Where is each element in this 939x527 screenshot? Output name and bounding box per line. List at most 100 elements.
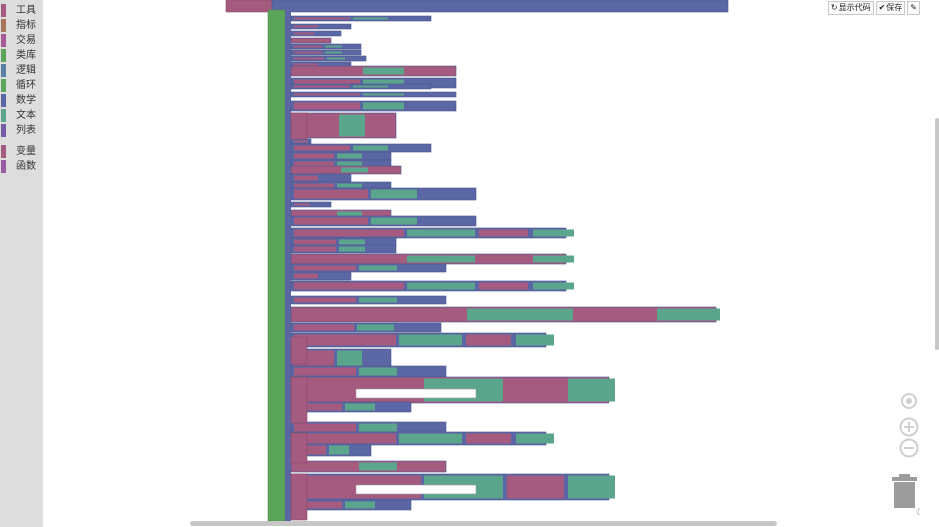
category-functions[interactable]: 函数 <box>0 159 43 174</box>
code-block[interactable] <box>337 153 362 159</box>
code-block[interactable] <box>466 433 511 444</box>
code-block[interactable] <box>294 255 404 263</box>
vertical-scrollbar[interactable] <box>935 118 939 350</box>
code-block[interactable] <box>267 9 286 522</box>
code-block[interactable] <box>294 403 342 411</box>
code-block[interactable] <box>407 282 475 290</box>
code-block[interactable] <box>294 93 360 96</box>
zoom-out-button[interactable] <box>899 438 919 458</box>
code-block[interactable] <box>363 79 404 87</box>
code-block[interactable] <box>294 334 396 346</box>
code-block[interactable] <box>294 167 338 173</box>
code-block[interactable] <box>294 462 356 471</box>
category-loops[interactable]: 循环 <box>0 78 43 93</box>
code-block[interactable] <box>507 378 564 402</box>
code-block[interactable] <box>479 255 528 263</box>
code-block[interactable] <box>290 336 308 365</box>
code-block[interactable] <box>341 167 368 173</box>
code-block[interactable] <box>290 271 352 281</box>
code-block[interactable] <box>337 161 362 167</box>
show-code-button[interactable]: ↻ 显示代码 <box>827 1 874 15</box>
category-library[interactable]: 类库 <box>0 48 43 63</box>
code-block[interactable] <box>357 324 394 331</box>
code-block[interactable] <box>294 140 308 143</box>
code-block[interactable] <box>294 265 356 271</box>
code-block[interactable] <box>294 308 464 321</box>
code-block[interactable] <box>371 217 417 225</box>
code-block[interactable] <box>294 297 356 303</box>
blockly-workspace[interactable] <box>43 0 939 527</box>
code-block[interactable] <box>355 388 477 399</box>
code-block[interactable] <box>294 367 356 376</box>
code-block[interactable] <box>294 153 334 159</box>
code-block[interactable] <box>294 102 360 110</box>
code-block[interactable] <box>294 175 318 181</box>
code-block[interactable] <box>337 350 362 368</box>
code-block[interactable] <box>363 93 404 96</box>
code-block[interactable] <box>353 85 388 88</box>
code-block[interactable] <box>294 203 310 206</box>
code-block[interactable] <box>337 211 362 217</box>
code-block[interactable] <box>294 229 404 237</box>
code-block[interactable] <box>294 85 350 88</box>
code-block[interactable] <box>533 282 574 290</box>
code-block[interactable] <box>568 475 615 499</box>
save-button[interactable]: ✔ 保存 <box>875 1 906 15</box>
edit-button[interactable]: ✎ <box>907 1 920 15</box>
code-block[interactable] <box>290 23 352 30</box>
code-block[interactable] <box>294 423 356 432</box>
code-block[interactable] <box>294 246 336 252</box>
code-block[interactable] <box>337 183 362 188</box>
code-block[interactable] <box>294 51 322 54</box>
category-trade[interactable]: 交易 <box>0 33 43 48</box>
category-text[interactable]: 文本 <box>0 108 43 123</box>
code-block[interactable] <box>294 282 404 290</box>
code-block[interactable] <box>290 37 332 44</box>
code-block[interactable] <box>371 189 417 199</box>
code-block[interactable] <box>363 102 404 110</box>
code-block[interactable] <box>294 161 334 167</box>
code-block[interactable] <box>507 475 564 499</box>
code-block[interactable] <box>325 51 342 54</box>
zoom-in-button[interactable] <box>899 417 919 437</box>
category-lists[interactable]: 列表 <box>0 123 43 138</box>
code-block[interactable] <box>345 403 375 411</box>
code-block[interactable] <box>657 308 720 321</box>
code-block[interactable] <box>294 57 324 60</box>
code-block[interactable] <box>294 45 322 48</box>
code-block[interactable] <box>407 229 475 237</box>
code-block[interactable] <box>294 211 334 217</box>
code-block[interactable] <box>479 282 528 290</box>
code-block[interactable] <box>294 217 368 225</box>
code-block[interactable] <box>568 378 615 402</box>
code-block[interactable] <box>294 189 368 199</box>
code-block[interactable] <box>294 433 396 444</box>
trash-can-icon[interactable] <box>891 474 918 508</box>
code-block[interactable] <box>355 484 477 495</box>
code-block[interactable] <box>339 246 365 252</box>
code-block[interactable] <box>294 39 310 42</box>
code-block[interactable] <box>516 334 554 346</box>
category-variables[interactable]: 变量 <box>0 144 43 159</box>
recenter-button[interactable] <box>899 391 919 411</box>
block-canvas[interactable] <box>43 0 939 527</box>
code-block[interactable] <box>353 17 388 20</box>
code-block[interactable] <box>329 445 349 455</box>
code-block[interactable] <box>359 423 397 432</box>
code-block[interactable] <box>533 229 574 237</box>
category-math[interactable]: 数学 <box>0 93 43 108</box>
code-block[interactable] <box>294 17 350 20</box>
code-block[interactable] <box>516 433 554 444</box>
code-block[interactable] <box>325 45 342 48</box>
code-block[interactable] <box>294 25 318 28</box>
code-block[interactable] <box>294 273 318 279</box>
code-block[interactable] <box>294 145 350 151</box>
code-block[interactable] <box>290 376 308 424</box>
code-block[interactable] <box>466 334 511 346</box>
code-block[interactable] <box>339 114 365 137</box>
code-block[interactable] <box>399 433 462 444</box>
category-logic[interactable]: 逻辑 <box>0 63 43 78</box>
category-tools[interactable]: 工具 <box>0 3 43 18</box>
code-block[interactable] <box>327 57 345 60</box>
code-block[interactable] <box>290 473 308 521</box>
